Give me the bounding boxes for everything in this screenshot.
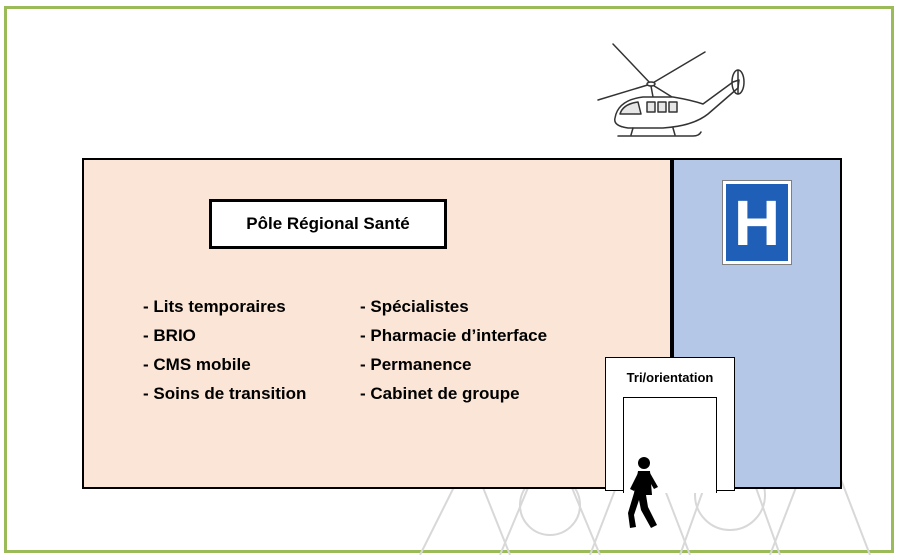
service-item: - Cabinet de groupe: [360, 384, 520, 403]
service-item: - BRIO: [143, 326, 196, 345]
service-item: - Pharmacie d’interface: [360, 326, 548, 345]
walking-person-icon: [628, 457, 658, 528]
hospital-sign-letter: H: [733, 186, 781, 259]
pole-title: Pôle Régional Santé: [209, 199, 447, 249]
service-item: - Lits temporaires: [143, 297, 286, 316]
services-list-left: - Lits temporaires - BRIO - CMS mobile -…: [143, 292, 306, 408]
service-item: - Permanence: [360, 355, 472, 374]
service-item: - CMS mobile: [143, 355, 251, 374]
service-item: - Soins de transition: [143, 384, 307, 403]
hospital-sign-icon: H: [722, 180, 792, 265]
triage-label: Tri/orientation: [626, 370, 714, 385]
helicopter-icon: [597, 43, 745, 137]
diagram-frame: [4, 6, 894, 553]
services-list-right: - Spécialistes - Pharmacie d’interface -…: [360, 292, 547, 408]
service-item: - Spécialistes: [360, 297, 469, 316]
